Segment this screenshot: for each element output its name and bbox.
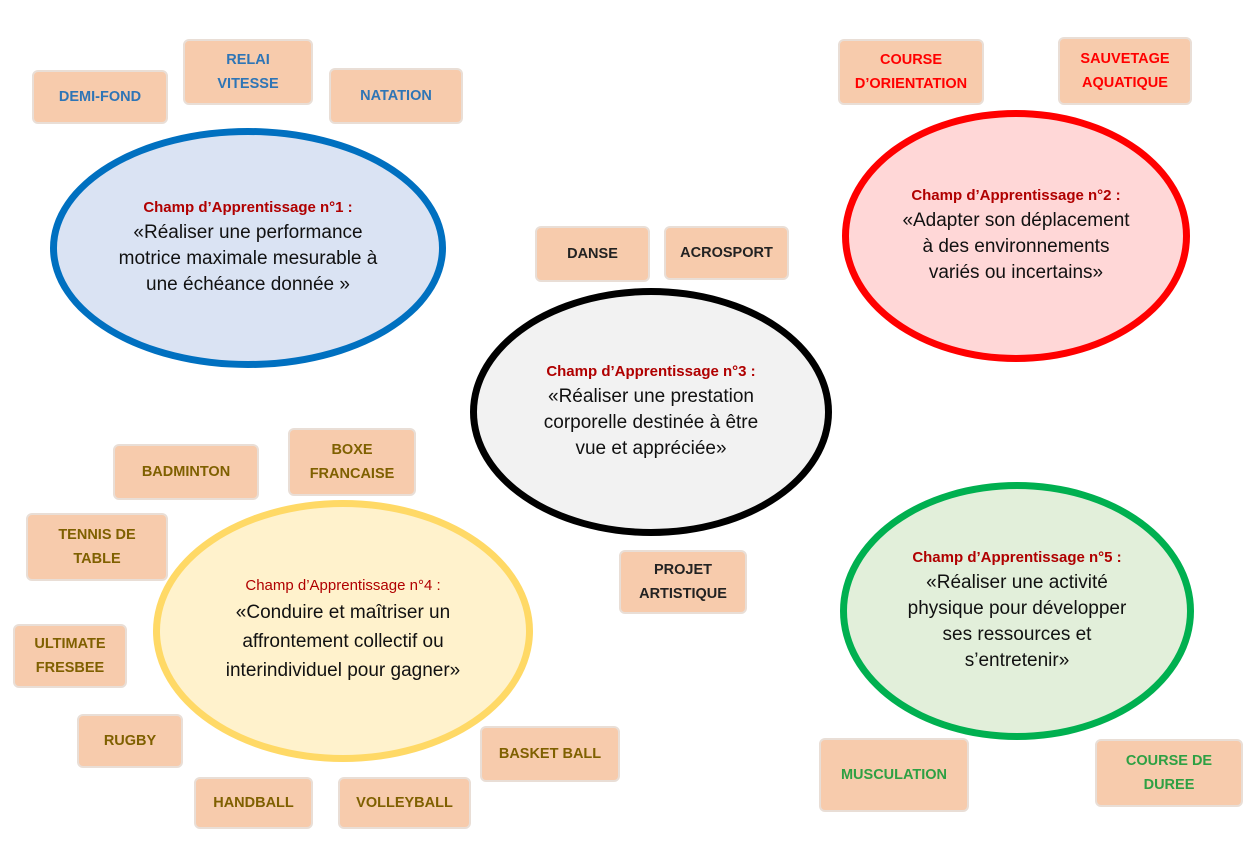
field-ellipse-2: Champ d’Apprentissage n°2 : «Adapter son… (842, 110, 1190, 362)
field-text-4: «Conduire et maîtriser un affrontement c… (225, 602, 461, 681)
field-title-5: Champ d’Apprentissage n°5 : (912, 548, 1122, 566)
activity-tag: NATATION (329, 68, 463, 124)
activity-tag: COURSE DE DUREE (1095, 739, 1243, 807)
field-title-3: Champ d’Apprentissage n°3 : (546, 362, 756, 380)
activity-tag: COURSE D’ORIENTATION (838, 39, 984, 105)
field-title-2: Champ d’Apprentissage n°2 : (911, 186, 1121, 204)
activity-tag: SAUVETAGE AQUATIQUE (1058, 37, 1192, 105)
activity-tag: HANDBALL (194, 777, 313, 829)
field-text-3: «Réaliser une prestation corporelle dest… (543, 385, 759, 459)
activity-tag: TENNIS DE TABLE (26, 513, 168, 581)
activity-tag: BASKET BALL (480, 726, 620, 782)
activity-tag: ULTIMATE FRESBEE (13, 624, 127, 688)
field-title-4: Champ d’Apprentissage n°4 : (245, 577, 441, 594)
field-ellipse-3: Champ d’Apprentissage n°3 : «Réaliser un… (470, 288, 832, 536)
activity-tag: BOXE FRANCAISE (288, 428, 416, 496)
field-ellipse-4: Champ d’Apprentissage n°4 : «Conduire et… (153, 500, 533, 762)
field-text-5: «Réaliser une activité physique pour dév… (907, 571, 1127, 671)
activity-tag: DANSE (535, 226, 650, 282)
field-ellipse-1: Champ d’Apprentissage n°1 : «Réaliser un… (50, 128, 446, 368)
field-text-1: «Réaliser une performance motrice maxima… (118, 221, 378, 295)
activity-tag: RUGBY (77, 714, 183, 768)
activity-tag: RELAI VITESSE (183, 39, 313, 105)
activity-tag: PROJET ARTISTIQUE (619, 550, 747, 614)
activity-tag: BADMINTON (113, 444, 259, 500)
field-ellipse-5: Champ d’Apprentissage n°5 : «Réaliser un… (840, 482, 1194, 740)
activity-tag: ACROSPORT (664, 226, 789, 280)
activity-tag: MUSCULATION (819, 738, 969, 812)
activity-tag: DEMI-FOND (32, 70, 168, 124)
activity-tag: VOLLEYBALL (338, 777, 471, 829)
field-text-2: «Adapter son déplacement à des environne… (902, 209, 1130, 283)
field-title-1: Champ d’Apprentissage n°1 : (143, 198, 353, 216)
